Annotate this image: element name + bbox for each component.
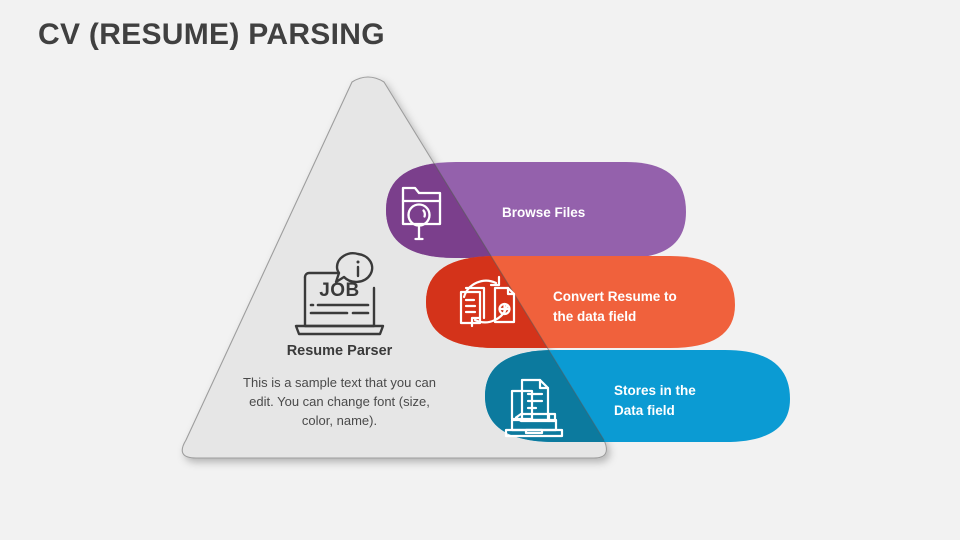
folder-search-icon bbox=[401, 186, 442, 241]
banner-3-edge-line bbox=[485, 350, 605, 441]
banner-2-edge-line bbox=[426, 256, 605, 348]
center-heading: Resume Parser bbox=[286, 343, 393, 359]
step-label-convert-resume: Convert Resume to the data field bbox=[553, 287, 677, 326]
document-convert-icon bbox=[459, 275, 516, 328]
step-banner-browse-files[interactable] bbox=[182, 77, 686, 458]
step-label-stores-data: Stores in the Data field bbox=[614, 381, 696, 420]
step-label-browse-files: Browse Files bbox=[502, 205, 586, 220]
center-body-text: This is a sample text that you can edit.… bbox=[243, 375, 436, 429]
center-triangle bbox=[181, 76, 607, 459]
job-laptop-info-icon: JOB bbox=[294, 252, 385, 336]
step-label-convert-line2: the data field bbox=[553, 308, 637, 324]
page-title: CV (RESUME) PARSING bbox=[38, 18, 385, 51]
svg-text:JOB: JOB bbox=[319, 280, 360, 301]
step-label-convert-line1: Convert Resume to bbox=[553, 289, 677, 304]
step-banner-convert-resume[interactable] bbox=[182, 77, 735, 458]
step-label-stores-line2: Data field bbox=[614, 402, 675, 418]
step-label-stores-line1: Stores in the bbox=[614, 383, 696, 398]
document-print-store-icon bbox=[504, 378, 564, 438]
triangle-shape bbox=[181, 76, 607, 459]
